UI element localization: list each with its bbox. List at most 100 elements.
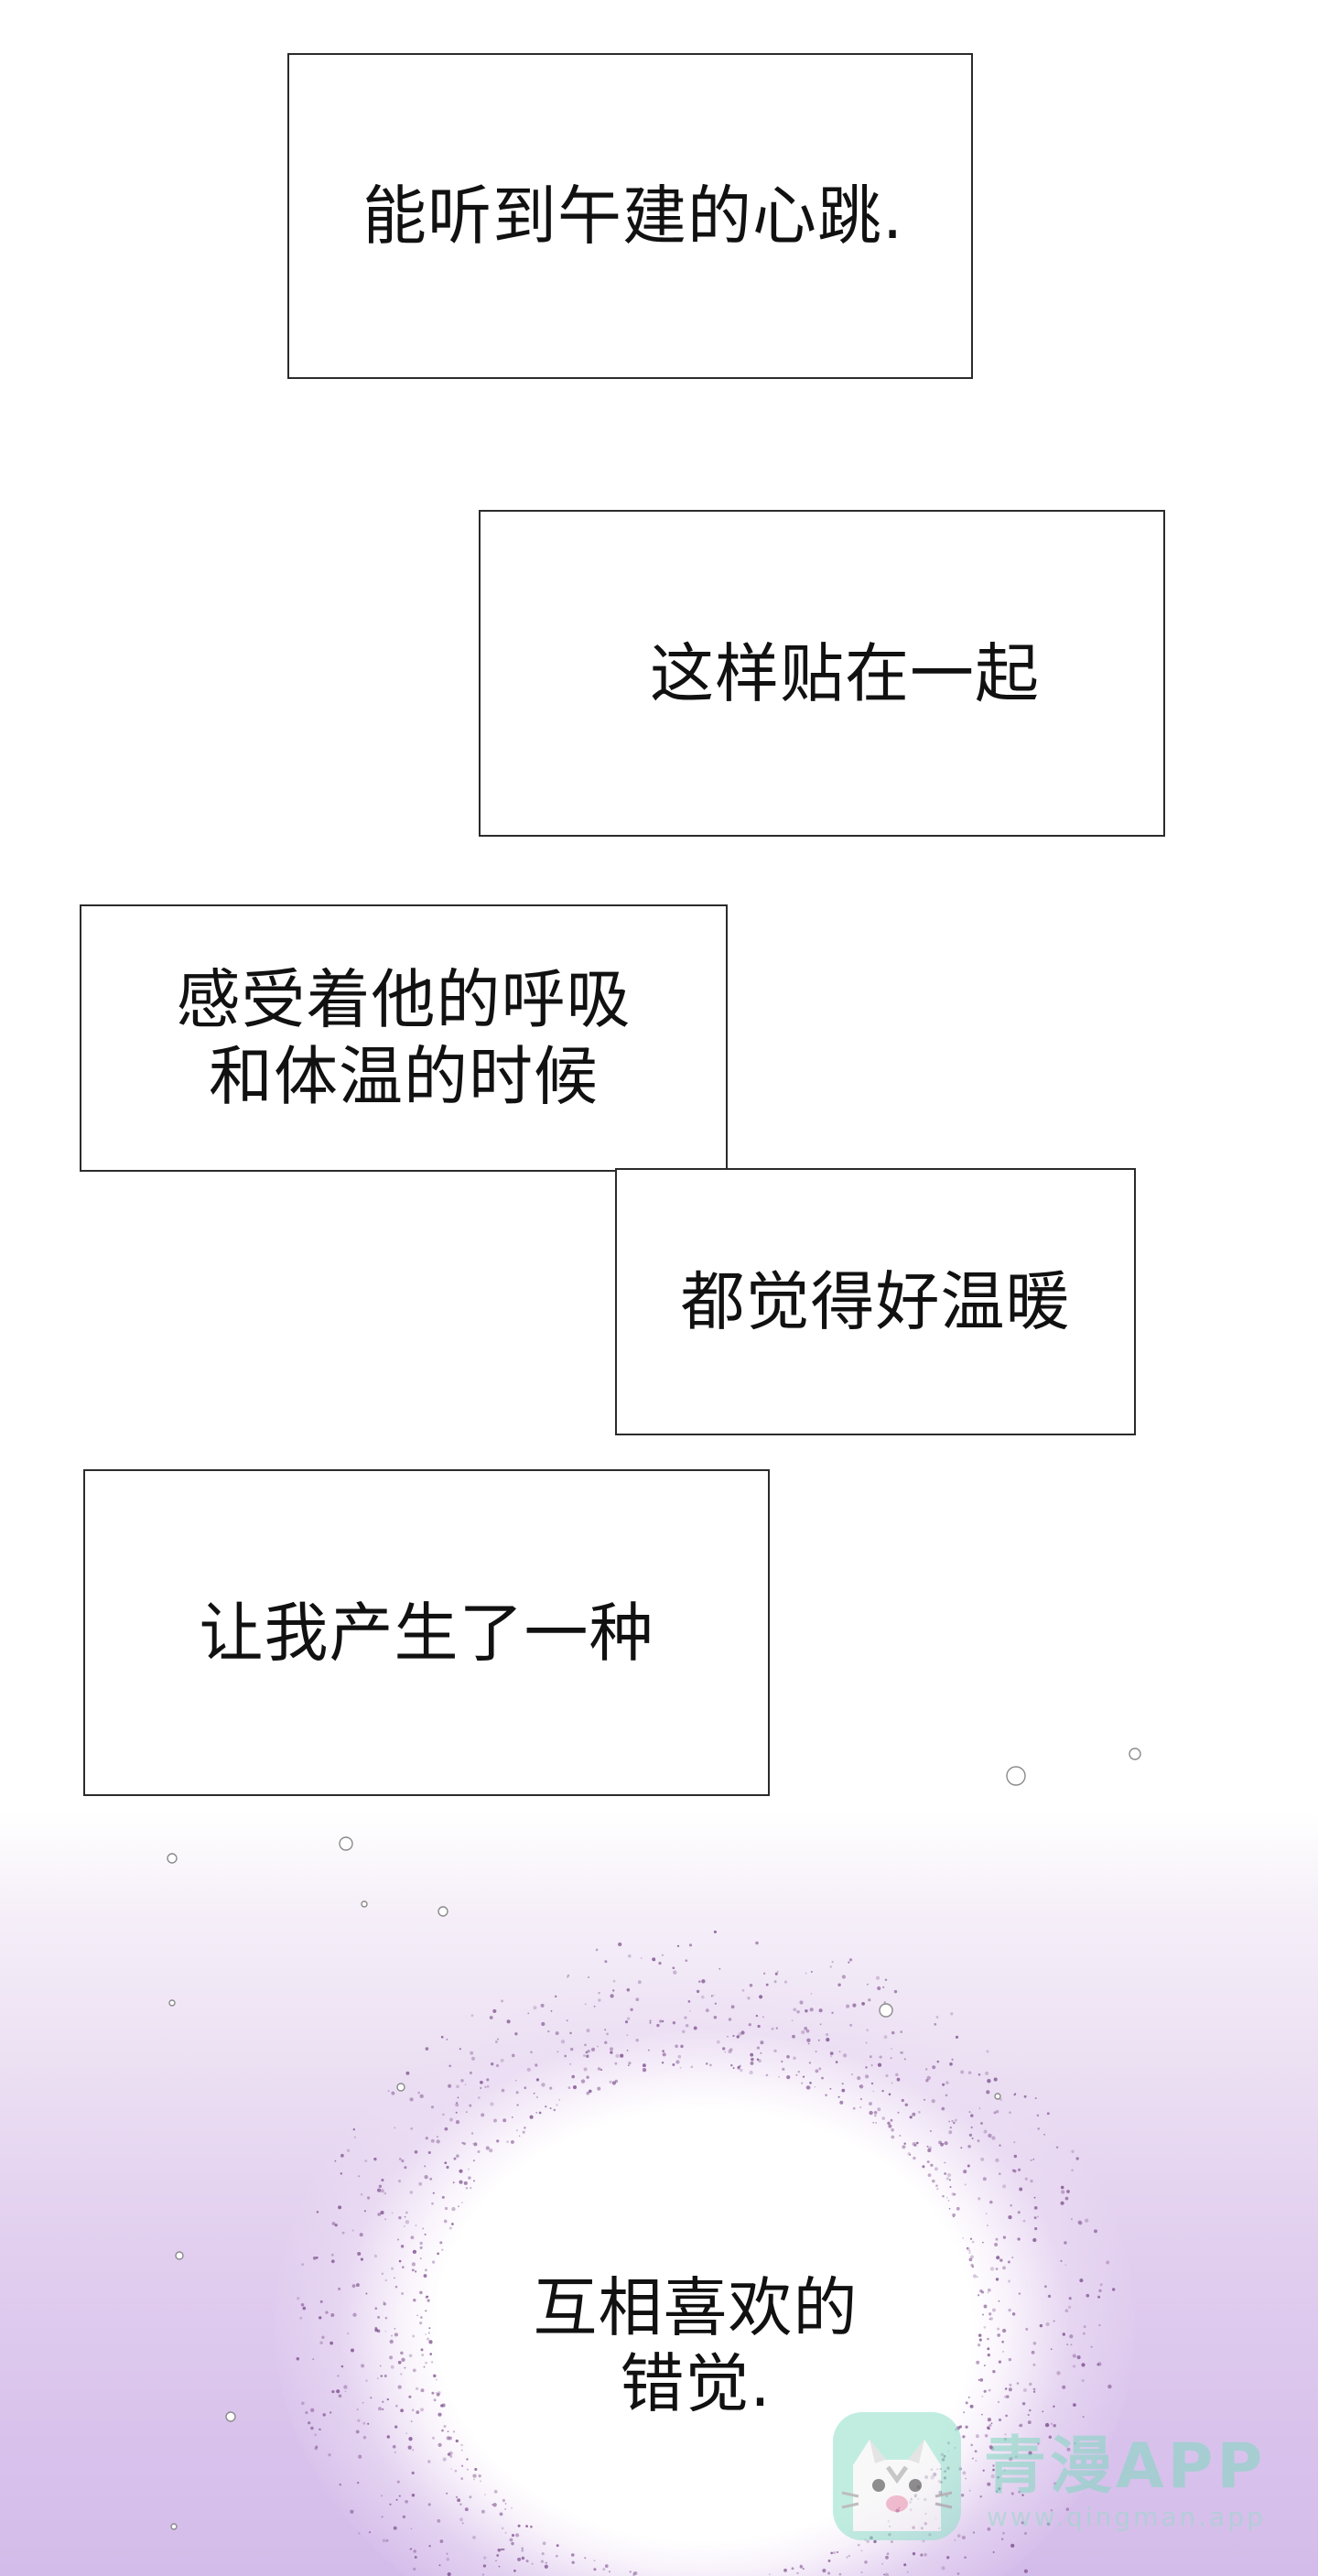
stipple-dot (963, 2170, 967, 2174)
stipple-dot (838, 2572, 842, 2576)
stipple-dot (410, 2235, 415, 2240)
stipple-dot (774, 1972, 778, 1975)
stipple-dot (423, 2274, 427, 2278)
stipple-dot (419, 2408, 425, 2412)
stipple-dot (444, 2206, 448, 2211)
stipple-dot (486, 2084, 490, 2088)
stipple-dot (382, 2408, 384, 2410)
stipple-dot (945, 2081, 949, 2084)
stipple-dot (586, 2054, 589, 2058)
stipple-dot (378, 2407, 382, 2411)
caption-line: 和体温的时候 (209, 1039, 599, 1114)
stipple-dot (347, 2332, 350, 2335)
stipple-dot (452, 2430, 456, 2433)
stipple-dot (409, 2191, 414, 2194)
stipple-dot (511, 2534, 515, 2538)
stipple-dot (1031, 2350, 1035, 2354)
stipple-dot (648, 2049, 650, 2051)
stipple-dot (1098, 2323, 1101, 2327)
stipple-dot (334, 2224, 338, 2227)
stipple-dot (891, 2048, 892, 2050)
stipple-dot (841, 1975, 847, 1979)
stipple-dot (936, 2188, 939, 2191)
stipple-dot (449, 2454, 453, 2458)
stipple-dot (1024, 2177, 1028, 2181)
stipple-dot (1078, 2221, 1083, 2225)
stipple-dot (401, 2357, 405, 2362)
stipple-dot (967, 2145, 971, 2148)
stipple-dot (447, 2430, 449, 2432)
stipple-dot (473, 2478, 475, 2481)
stipple-dot (848, 1958, 853, 1962)
stipple-dot (714, 2002, 717, 2005)
stipple-dot (796, 2009, 800, 2014)
stipple-dot (500, 2548, 503, 2551)
stipple-dot (1003, 2395, 1008, 2398)
stipple-dot (384, 2374, 387, 2378)
stipple-dot (1062, 2385, 1066, 2389)
stipple-dot (848, 2554, 851, 2558)
stipple-dot (606, 2032, 609, 2036)
bubble (879, 2003, 893, 2018)
stipple-dot (580, 2079, 586, 2084)
stipple-dot (1013, 2141, 1016, 2144)
stipple-dot (483, 2556, 487, 2560)
stipple-dot (1008, 2279, 1010, 2283)
stipple-dot (355, 2283, 360, 2288)
stipple-dot (376, 2188, 382, 2192)
stipple-dot (556, 2051, 559, 2053)
stipple-dot (698, 1980, 701, 1983)
stipple-dot (540, 2560, 545, 2563)
stipple-dot (330, 2253, 334, 2257)
stipple-dot (502, 2548, 505, 2551)
stipple-dot (1055, 2146, 1059, 2148)
stipple-dot (760, 2051, 762, 2054)
stipple-dot (1022, 2387, 1027, 2393)
stipple-dot (881, 2116, 886, 2120)
stipple-dot (496, 2038, 500, 2040)
stipple-dot (1071, 2169, 1075, 2172)
stipple-dot (297, 2297, 300, 2300)
stipple-dot (987, 2079, 991, 2084)
stipple-dot (797, 2071, 800, 2073)
stipple-dot (517, 2524, 521, 2527)
stipple-dot (885, 2555, 889, 2560)
stipple-dot (358, 2454, 362, 2459)
stipple-dot (992, 2308, 996, 2312)
stipple-dot (837, 1983, 841, 1987)
stipple-dot (1018, 2168, 1021, 2171)
stipple-dot (351, 2229, 354, 2232)
stipple-dot (741, 1988, 745, 1992)
bubble (225, 2411, 236, 2422)
stipple-dot (920, 2553, 924, 2557)
bubble (396, 2083, 405, 2092)
stipple-dot (521, 2556, 525, 2560)
stipple-dot (1021, 2402, 1026, 2406)
stipple-dot (500, 2059, 504, 2062)
stipple-dot (584, 2043, 587, 2047)
stipple-dot (360, 2192, 363, 2196)
stipple-dot (344, 2390, 347, 2393)
stipple-dot (331, 2222, 336, 2225)
stipple-dot (525, 2525, 528, 2527)
stipple-dot (662, 2050, 664, 2052)
caption-line: 错觉. (620, 2345, 772, 2421)
stipple-dot (312, 2358, 315, 2361)
stipple-dot (353, 2136, 357, 2138)
stipple-dot (748, 2023, 751, 2027)
stipple-dot (718, 1967, 721, 1970)
stipple-dot (713, 1930, 717, 1933)
stipple-dot (358, 2175, 361, 2178)
stipple-dot (498, 2565, 501, 2568)
stipple-dot (768, 2573, 771, 2576)
stipple-dot (473, 2142, 478, 2147)
stipple-dot (997, 2327, 1000, 2331)
stipple-dot (1023, 2094, 1027, 2098)
stipple-dot (866, 2029, 870, 2032)
stipple-dot (411, 2262, 416, 2267)
stipple-dot (439, 2241, 443, 2245)
stipple-dot (967, 2246, 968, 2249)
stipple-dot (368, 2531, 372, 2534)
stipple-dot (414, 2149, 418, 2154)
stipple-dot (987, 2288, 991, 2292)
